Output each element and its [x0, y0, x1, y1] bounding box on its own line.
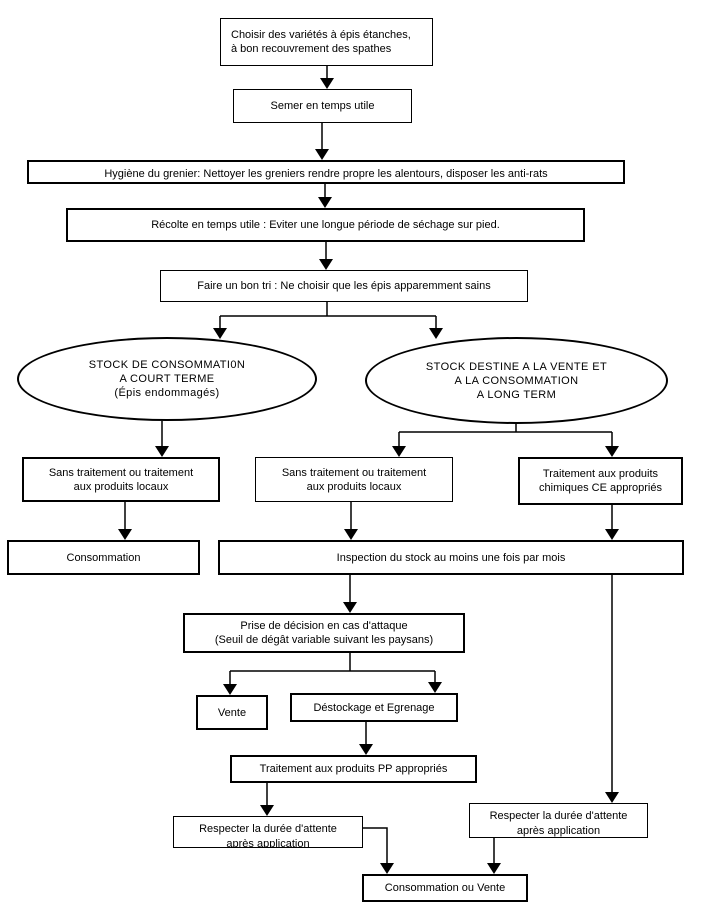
arrow-semer-hygiene — [315, 123, 329, 160]
arrow-traitementpp-respectergauche — [260, 783, 274, 816]
node-stock-court-terme: STOCK DE CONSOMMATI0N A COURT TERME (Épi… — [17, 337, 317, 421]
node-traitement-chimique-ce: Traitement aux produits chimiques CE app… — [518, 457, 683, 505]
node-semer: Semer en temps utile — [233, 89, 412, 123]
arrow-inspection-decision — [343, 575, 357, 613]
node-prise-decision: Prise de décision en cas d'attaque (Seui… — [183, 613, 465, 653]
arrow-traitementce-inspection — [605, 505, 619, 540]
node-hygiene-grenier: Hygiène du grenier: Nettoyer les grenier… — [27, 160, 625, 184]
node-sans-traitement-gauche: Sans traitement ou traitement aux produi… — [22, 457, 220, 502]
node-stock-vente-long-terme: STOCK DESTINE A LA VENTE ET A LA CONSOMM… — [365, 337, 668, 424]
node-recolte: Récolte en temps utile : Eviter une long… — [66, 208, 585, 242]
node-respecter-duree-gauche: Respecter la durée d'attente après appli… — [173, 816, 363, 848]
arrow-respectergauche-consommationvente — [363, 827, 394, 874]
arrow-recolte-tri — [319, 242, 333, 270]
arrow-stockcourt-sanstraitement — [155, 421, 169, 457]
node-choisir-varietes: Choisir des variétés à épis étanches, à … — [220, 18, 433, 66]
arrow-respecterdroite-consommationvente — [487, 838, 501, 874]
node-bon-tri: Faire un bon tri : Ne choisir que les ép… — [160, 270, 528, 302]
node-sans-traitement-milieu: Sans traitement ou traitement aux produi… — [255, 457, 453, 502]
node-traitement-pp: Traitement aux produits PP appropriés — [230, 755, 477, 783]
node-consommation-ou-vente: Consommation ou Vente — [362, 874, 528, 902]
node-destockage-egrenage: Déstockage et Egrenage — [290, 693, 458, 722]
node-respecter-duree-droite: Respecter la durée d'attente après appli… — [469, 803, 648, 838]
node-vente: Vente — [196, 695, 268, 730]
arrow-hygiene-recolte — [318, 184, 332, 208]
node-inspection-stock: Inspection du stock au moins une fois pa… — [218, 540, 684, 575]
node-consommation: Consommation — [7, 540, 200, 575]
branch-tri-ellipses — [213, 302, 443, 339]
arrow-sanstraitement-inspection — [344, 502, 358, 540]
branch-stockvente-traitements — [392, 424, 619, 457]
branch-decision-vente-destockage — [223, 653, 442, 695]
arrow-choisir-semer — [320, 66, 334, 89]
arrow-destockage-traitementpp — [359, 722, 373, 755]
arrow-sanstraitement-consommation — [118, 502, 132, 540]
arrow-inspection-respecterdroite — [605, 575, 619, 803]
